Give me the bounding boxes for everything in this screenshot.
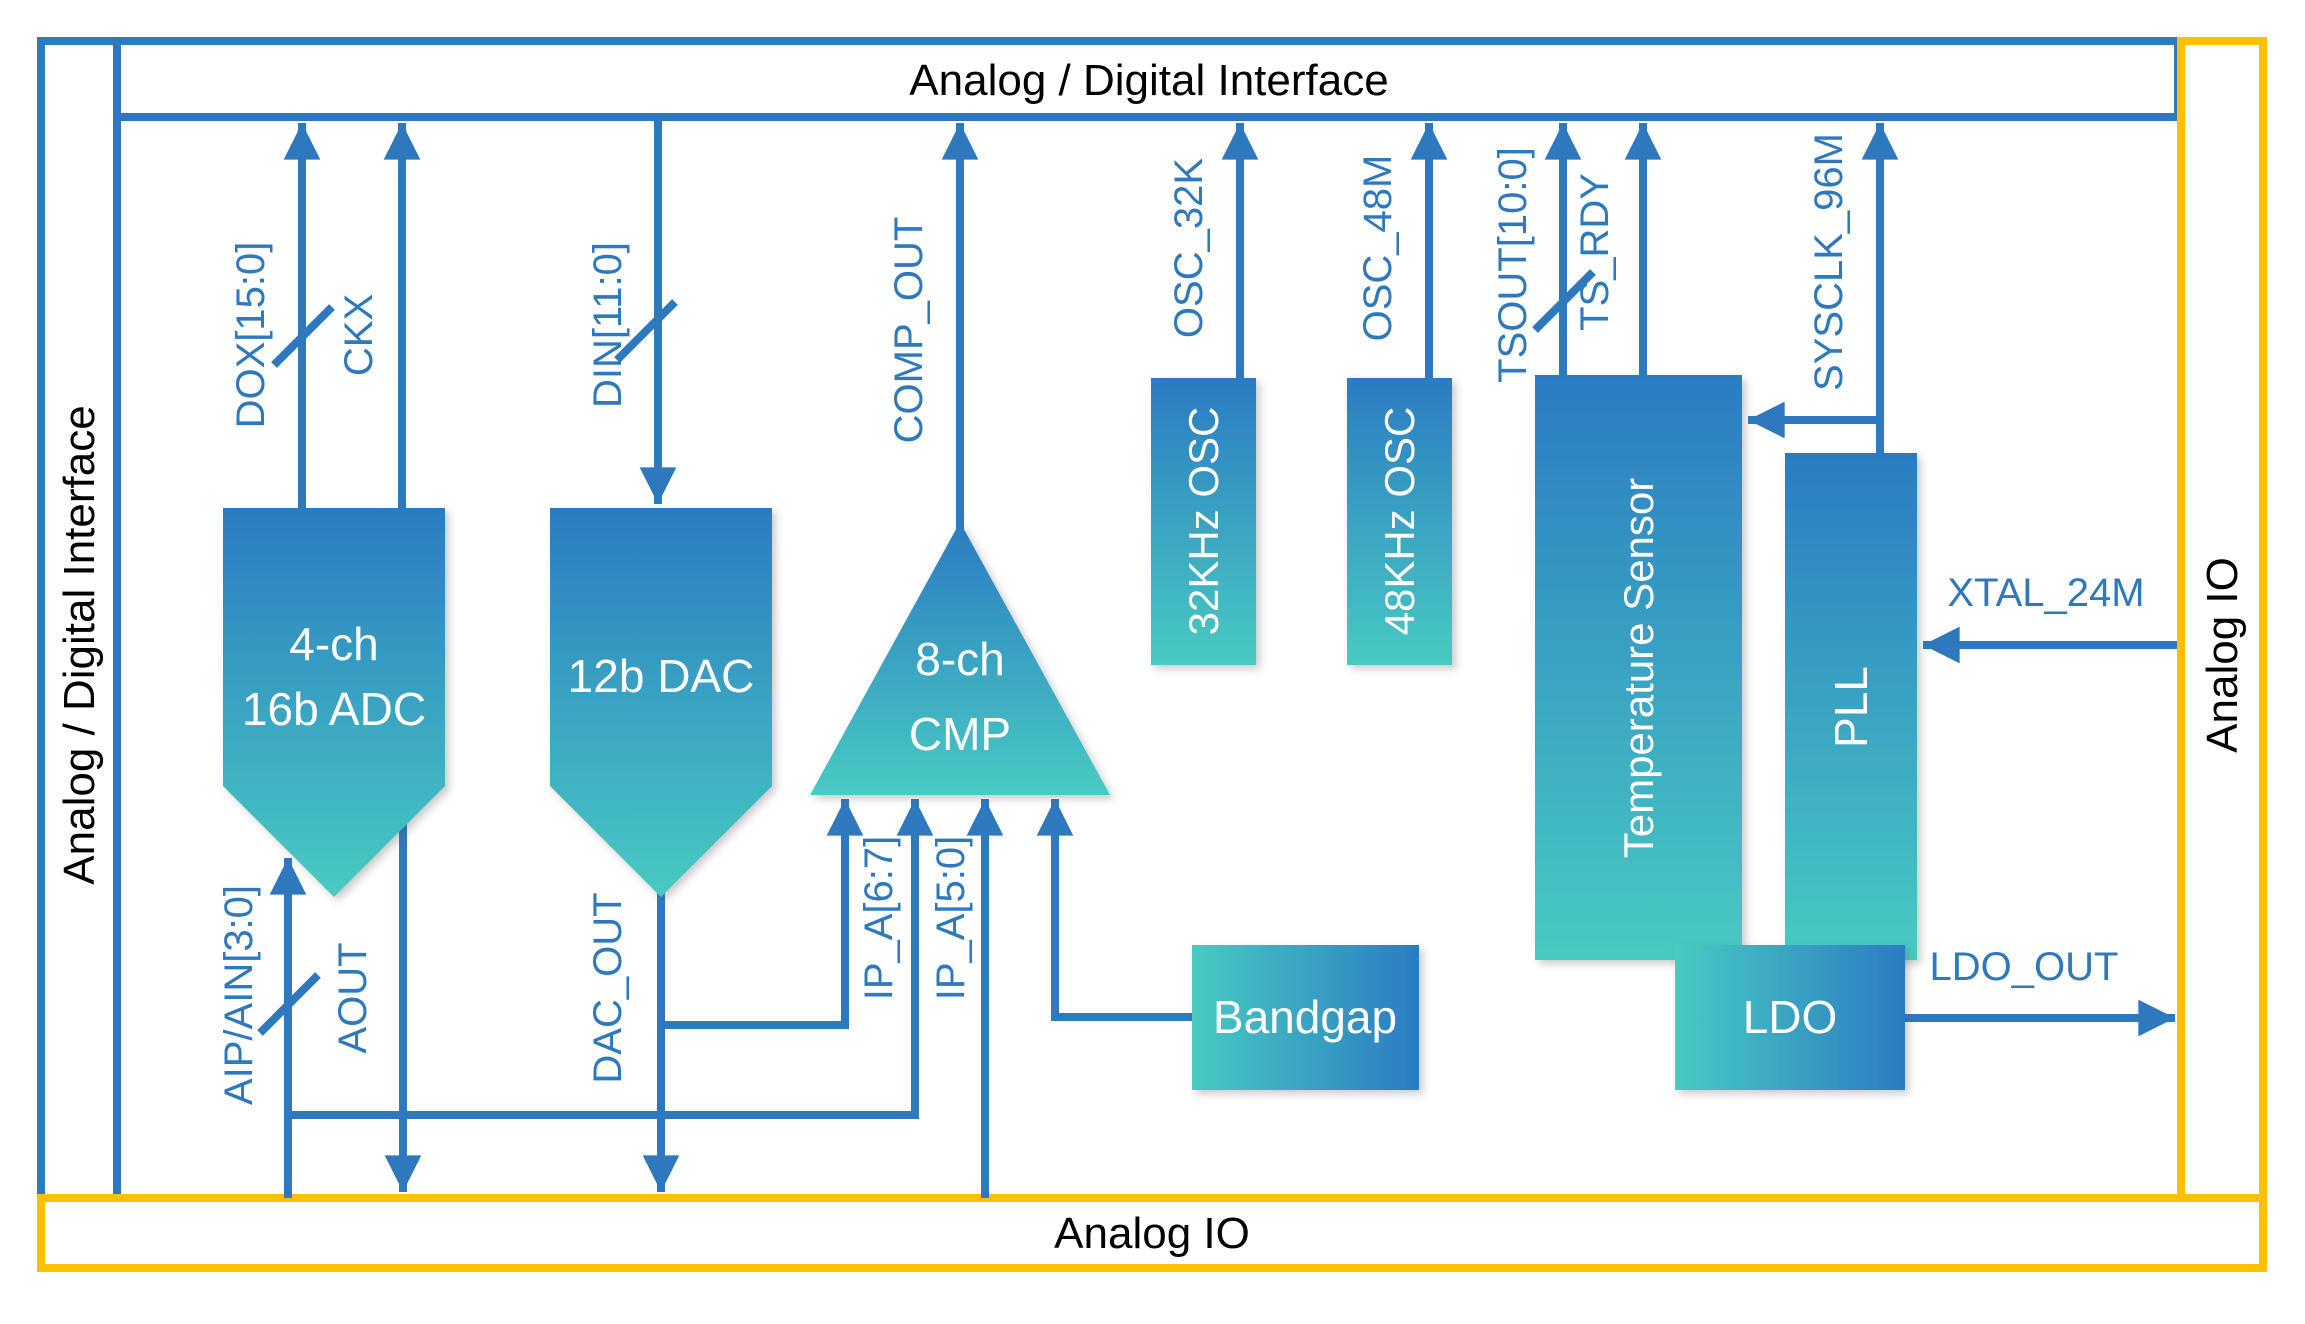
signal-label-din: DIN[11:0] [586, 242, 630, 408]
bandgap-label: Bandgap [1213, 991, 1397, 1043]
temperature-sensor-label: Temperature Sensor [1615, 478, 1662, 859]
signal-label-tsout: TSOUT[10:0] [1491, 147, 1535, 383]
pll-block [1785, 453, 1917, 960]
osc-48khz-label: 48KHz OSC [1376, 407, 1423, 636]
cmp-block [810, 522, 1110, 795]
cmp-label-line2: CMP [909, 708, 1011, 760]
analog-io-right-column [2177, 37, 2267, 1272]
adc-label-line1: 4-ch [289, 618, 378, 670]
dac-label: 12b DAC [568, 650, 755, 702]
wire-ip-a-67 [661, 799, 864, 1029]
cmp-label-line1: 8-ch [915, 633, 1004, 685]
bus-slash-dox-icon [271, 304, 335, 368]
signal-wires [257, 117, 2177, 1198]
adc-label-line2: 16b ADC [242, 683, 426, 735]
wire-ip-a-50 [288, 799, 934, 1119]
signal-label-aip-ain: AIP/AIN[3:0] [217, 885, 261, 1105]
signal-label-ckx: CKX [337, 294, 381, 376]
signal-label-ldo-out: LDO_OUT [1930, 945, 2119, 989]
pll-label: PLL [1825, 666, 1877, 748]
analog-io-frame [37, 37, 2267, 1272]
osc-32khz-label: 32KHz OSC [1180, 407, 1227, 636]
bandgap-block [1192, 945, 1419, 1090]
signal-label-ip-a-50: IP_A[5:0] [929, 836, 973, 1001]
adc-block [223, 508, 445, 897]
analog-io-bottom-bar [37, 1194, 2267, 1272]
osc-32khz-block [1151, 378, 1256, 665]
signal-label-ts-rdy: TS_RDY [1573, 173, 1617, 331]
wire-bandgap-to-cmp [1036, 799, 1192, 1021]
signal-label-ip-a-67: IP_A[6:7] [857, 836, 901, 1001]
signal-label-osc-32k: OSC_32K [1167, 158, 1211, 338]
dac-block [550, 508, 772, 897]
signal-label-comp-out: COMP_OUT [887, 217, 931, 444]
bus-slash-tsout-icon [1532, 269, 1596, 333]
left-bar-title: Analog / Digital Interface [55, 405, 104, 884]
signal-label-sysclk: SYSCLK_96M [1807, 133, 1851, 391]
osc-48khz-block [1347, 378, 1452, 665]
bus-slash-din-icon [614, 299, 678, 363]
top-bar-title: Analog / Digital Interface [909, 56, 1388, 105]
bottom-bar-title: Analog IO [1054, 1209, 1250, 1258]
ldo-label: LDO [1743, 991, 1838, 1043]
right-bar-title: Analog IO [2198, 557, 2247, 753]
signal-label-xtal: XTAL_24M [1947, 571, 2144, 615]
signal-label-dac-out: DAC_OUT [586, 892, 630, 1083]
signal-label-aout: AOUT [331, 942, 375, 1053]
temperature-sensor-block [1535, 375, 1742, 960]
ldo-block [1675, 945, 1905, 1090]
bus-slash-aip-icon [257, 972, 321, 1036]
digital-interface-frame [37, 37, 2181, 1198]
signal-label-dox: DOX[15:0] [229, 242, 273, 429]
signal-label-osc-48m: OSC_48M [1356, 155, 1400, 342]
ip-blocks [223, 375, 1917, 1090]
